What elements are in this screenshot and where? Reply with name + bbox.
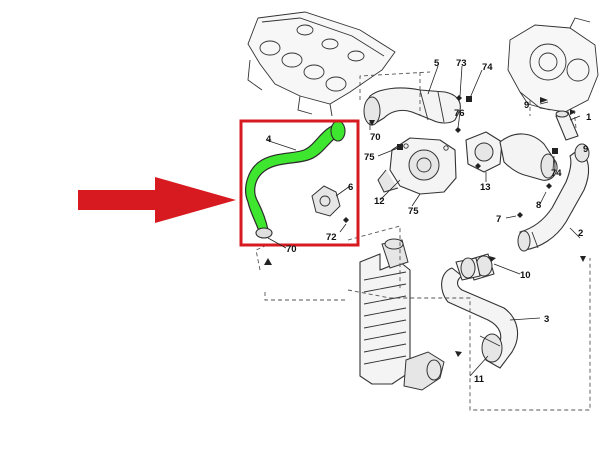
callout-75-left: 75 [364, 152, 375, 163]
leader-lines [265, 65, 581, 377]
part-5-pipe [363, 87, 461, 126]
callout-4: 4 [266, 134, 272, 145]
fastener-markers [343, 95, 558, 223]
intercooler [359, 238, 445, 391]
intake-manifold [247, 11, 396, 117]
callout-75-lower: 75 [408, 206, 419, 217]
part-1-sleeve [555, 110, 579, 141]
part-3-hose [441, 257, 519, 369]
highlight-arrow [78, 177, 236, 223]
callout-9-upper: 9 [524, 100, 529, 111]
callout-72: 72 [326, 232, 337, 243]
callout-12: 12 [374, 196, 385, 207]
callout-arrowheads [264, 97, 586, 357]
callout-8: 8 [536, 200, 541, 211]
callout-74-upper: 74 [482, 62, 493, 73]
callout-1: 1 [586, 112, 592, 123]
callout-74-lower: 74 [551, 168, 562, 179]
callout-3: 3 [544, 314, 549, 325]
callout-6: 6 [348, 182, 353, 193]
callout-11: 11 [474, 374, 485, 385]
part-4-hose-highlighted [245, 120, 346, 239]
callout-76: 76 [454, 108, 465, 119]
part-13-flange [465, 131, 558, 181]
part-2-hose [517, 143, 590, 252]
callout-73: 73 [456, 58, 467, 69]
part-valve-body [377, 137, 457, 195]
callout-10: 10 [520, 270, 531, 281]
callout-13: 13 [480, 182, 491, 193]
callout-70-upper: 70 [370, 132, 381, 143]
highlight-frame [239, 119, 360, 247]
turbocharger [507, 17, 599, 113]
callout-labels: 1 2 3 4 5 6 7 8 9 9 10 11 12 13 70 70 72… [266, 58, 592, 385]
callout-9-lower: 9 [583, 144, 588, 155]
callout-5: 5 [434, 58, 440, 69]
callout-70-lower: 70 [286, 244, 297, 255]
callout-7: 7 [496, 214, 501, 225]
assembly-lines [255, 71, 591, 411]
callout-2: 2 [578, 228, 583, 239]
